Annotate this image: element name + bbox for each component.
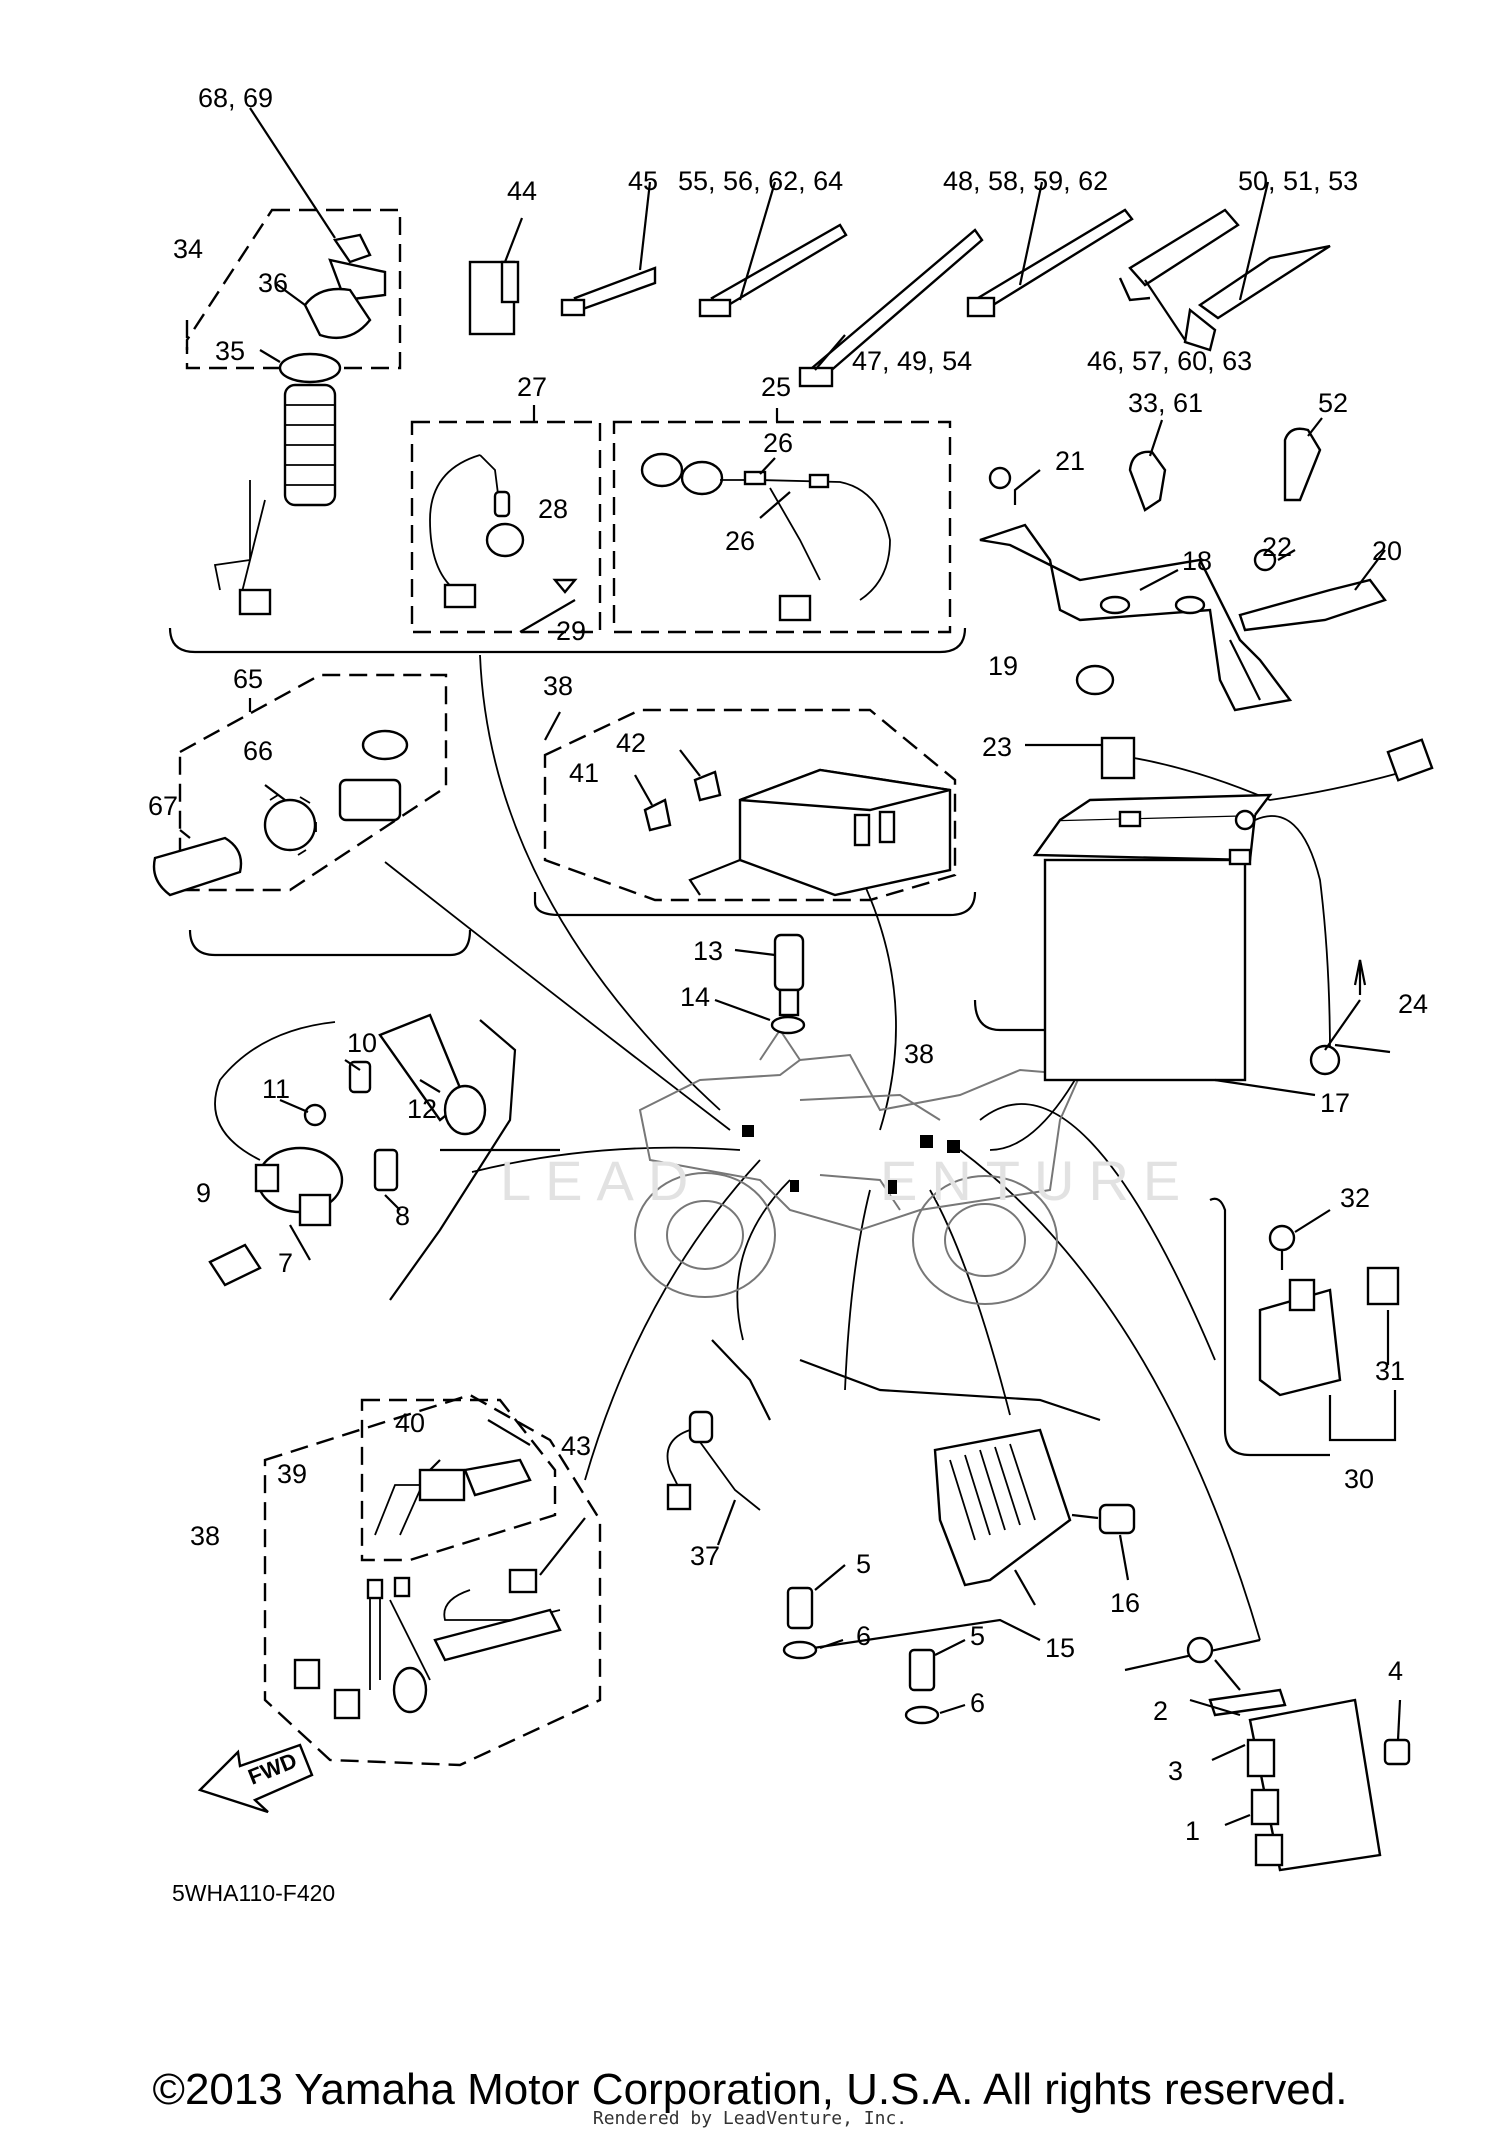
callout: 29 — [556, 616, 586, 646]
callout: 36 — [258, 268, 288, 298]
callout: 50, 51, 53 — [1238, 166, 1358, 196]
clamp-parts — [1128, 417, 1323, 512]
callout: 6 — [970, 1688, 985, 1718]
callout: 42 — [616, 728, 646, 758]
callout: 45 — [628, 166, 658, 196]
callout: 32 — [1340, 1183, 1370, 1213]
callout: 66 — [243, 736, 273, 766]
thermo-switch-part — [714, 933, 806, 1035]
callout: 15 — [1045, 1633, 1075, 1663]
starter-relay-parts — [1258, 1209, 1400, 1442]
callout: 12 — [407, 1094, 437, 1124]
group-box-39 — [360, 1398, 557, 1562]
callout-labels: 68, 69 44 45 55, 56, 62, 64 48, 58, 59, … — [148, 83, 1428, 1846]
callout: 52 — [1318, 388, 1348, 418]
callout: 18 — [1182, 546, 1212, 576]
brake-switch-part — [666, 1410, 761, 1546]
bolt-parts — [782, 1564, 966, 1725]
group-box-38-top — [543, 708, 957, 902]
coupler-part — [468, 217, 524, 336]
callout: 24 — [1398, 989, 1428, 1019]
callout: 41 — [569, 758, 599, 788]
callout: 38 — [543, 671, 573, 701]
dc-jack-parts — [152, 698, 409, 897]
callout: 28 — [538, 494, 568, 524]
callout: 31 — [1375, 1356, 1405, 1386]
cdi-unit-parts — [1186, 1636, 1411, 1872]
rendered-by-notice: Rendered by LeadVenture, Inc. — [592, 2108, 908, 2129]
callout: 25 — [761, 372, 791, 402]
callout: 23 — [982, 732, 1012, 762]
callout: 3 — [1168, 1756, 1183, 1786]
callout: 26 — [763, 428, 793, 458]
routing-lines — [384, 654, 1261, 1641]
group-box-38-bottom — [263, 1393, 602, 1767]
wire-harness-top-part — [544, 711, 952, 897]
ignition-coil-parts — [208, 1013, 487, 1287]
callout: 8 — [395, 1201, 410, 1231]
neutral-switch-lead-part — [429, 405, 578, 633]
callout: 37 — [690, 1541, 720, 1571]
copyright-notice: ©2013 Yamaha Motor Corporation, U.S.A. A… — [152, 2065, 1348, 2114]
callout: 44 — [507, 176, 537, 206]
rectifier-regulator-part — [933, 1428, 1136, 1606]
callout: 43 — [561, 1431, 591, 1461]
callout: 35 — [215, 336, 245, 366]
svg-text:LEAD: LEAD — [500, 1149, 702, 1212]
cable-ties — [560, 181, 1331, 388]
callout: 2 — [1153, 1696, 1168, 1726]
callout: 27 — [517, 372, 547, 402]
callout: 5 — [970, 1621, 985, 1651]
callout: 65 — [233, 664, 263, 694]
lead-wire-part — [640, 408, 891, 622]
callout: 30 — [1344, 1464, 1374, 1494]
callout: 40 — [395, 1408, 425, 1438]
callout: 33, 61 — [1128, 388, 1203, 418]
callout: 17 — [1320, 1088, 1350, 1118]
key-cover-part — [274, 282, 372, 340]
callout: 39 — [277, 1459, 307, 1489]
callout: 13 — [693, 936, 723, 966]
diagram-reference-code: 5WHA110-F420 — [172, 1880, 336, 1906]
callout: 55, 56, 62, 64 — [678, 166, 843, 196]
callout: 38 — [190, 1521, 220, 1551]
callout: 68, 69 — [198, 83, 273, 113]
svg-text:ENTURE: ENTURE — [880, 1149, 1194, 1212]
callout: 38 — [904, 1039, 934, 1069]
callout: 6 — [856, 1621, 871, 1651]
battery-bracket-parts — [979, 466, 1387, 712]
callout: 47, 49, 54 — [852, 346, 972, 376]
wire-harness-bottom-parts — [293, 1458, 586, 1720]
main-switch-part — [213, 349, 342, 616]
callout: 10 — [347, 1028, 377, 1058]
callout: 21 — [1055, 446, 1085, 476]
group-boxes — [168, 208, 1330, 1767]
atv-connection-markers — [742, 1125, 960, 1194]
callout: 16 — [1110, 1588, 1140, 1618]
callout: 20 — [1372, 536, 1402, 566]
callout: 67 — [148, 791, 178, 821]
callout: 34 — [173, 234, 203, 264]
callout: 1 — [1185, 1816, 1200, 1846]
callout: 22 — [1262, 532, 1292, 562]
callout: 14 — [680, 982, 710, 1012]
group-box-25 — [612, 420, 952, 634]
callout: 9 — [196, 1178, 211, 1208]
callout: 46, 57, 60, 63 — [1087, 346, 1252, 376]
callout: 11 — [262, 1074, 290, 1104]
forward-arrow-icon: FWD — [197, 1743, 314, 1814]
callout: 48, 58, 59, 62 — [943, 166, 1108, 196]
atv-outline — [634, 1028, 1082, 1305]
group-box-27 — [410, 420, 602, 634]
callout: 7 — [278, 1248, 293, 1278]
callout: 19 — [988, 651, 1018, 681]
callout: 26 — [725, 526, 755, 556]
callout: 4 — [1388, 1656, 1403, 1686]
callout: 5 — [856, 1549, 871, 1579]
battery-parts — [1025, 736, 1434, 1097]
